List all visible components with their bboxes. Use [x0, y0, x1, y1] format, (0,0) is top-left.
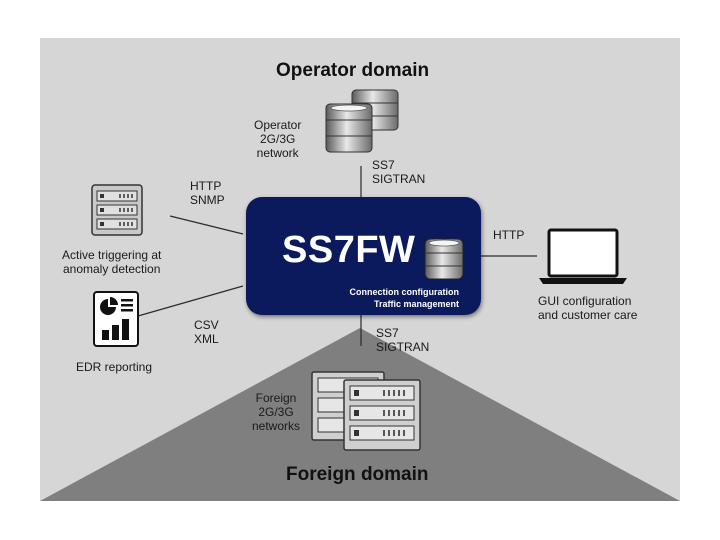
core-database-icon: [424, 238, 464, 280]
gui-laptop-icon: [539, 228, 627, 284]
core-function-traffic: Traffic management: [373, 299, 459, 309]
operator-server-stack-icon: [325, 89, 399, 153]
operator-domain-title: Operator domain: [276, 60, 430, 81]
operator-protocol-label: SS7 SIGTRAN: [372, 158, 426, 186]
edr-report-icon: [93, 291, 139, 347]
triggering-server-icon: [91, 184, 143, 236]
gui-configuration-label: GUI configuration and customer care: [538, 294, 638, 322]
connector-edr: [137, 285, 244, 317]
triggering-protocol-label: HTTP SNMP: [190, 179, 225, 207]
gui-protocol-label: HTTP: [493, 228, 525, 242]
active-triggering-label: Active triggering at anomaly detection: [62, 248, 162, 276]
ss7fw-diagram: Operator domain Foreign domain Operator …: [40, 38, 680, 501]
foreign-protocol-label: SS7 SIGTRAN: [376, 326, 430, 354]
edr-reporting-label: EDR reporting: [76, 360, 153, 374]
foreign-server-stack-icon: [311, 371, 421, 451]
edr-protocol-label: CSV XML: [194, 318, 219, 346]
foreign-domain-title: Foreign domain: [286, 464, 429, 485]
ss7fw-core-box: SS7FW Connection configuration Traffic m…: [246, 197, 481, 315]
core-function-connection: Connection configuration: [349, 287, 460, 297]
core-name: SS7FW: [282, 229, 416, 271]
foreign-networks-label: Foreign 2G/3G networks: [252, 391, 301, 433]
connector-triggering: [169, 215, 244, 235]
operator-network-label: Operator 2G/3G network: [254, 118, 302, 160]
